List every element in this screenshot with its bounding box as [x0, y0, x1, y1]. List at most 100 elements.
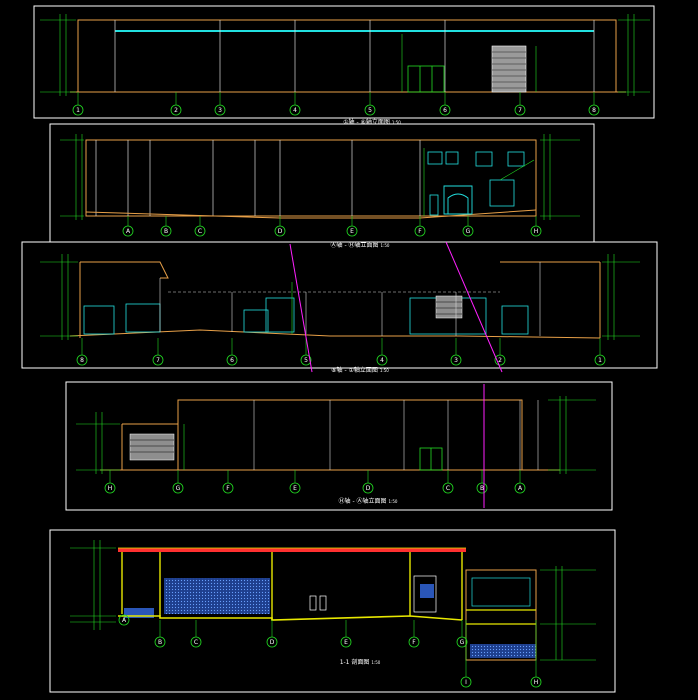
axis-bubble [76, 354, 88, 366]
dimension-lines [76, 396, 596, 474]
right-tower [465, 569, 537, 661]
view-title: ⑧轴 - ①轴立面图 1:50 [331, 366, 389, 374]
axis-label: E [350, 228, 354, 235]
elevation-view-2: A B C D E F G H Ⓐ轴 - Ⓗ轴立面图 1:50 [49, 123, 595, 249]
axis-label: 2 [174, 107, 178, 114]
axis-label: 5 [368, 107, 372, 114]
axis-bubble [152, 354, 164, 366]
upper-windows [427, 151, 525, 216]
axis-bubble [362, 482, 374, 494]
axis-bubble [442, 482, 454, 494]
axis-bubble [300, 354, 312, 366]
axis-bubble [460, 676, 472, 688]
small-basin [124, 608, 154, 618]
axis-label: I [465, 679, 467, 686]
view-title: Ⓗ轴 - Ⓐ轴立面图 1:50 [339, 497, 398, 505]
axis-label: A [122, 617, 127, 624]
axis-bubble [194, 225, 206, 237]
view-title: Ⓐ轴 - Ⓗ轴立面图 1:50 [331, 241, 390, 249]
axis-label: 8 [80, 357, 84, 364]
axis-label: A [518, 485, 523, 492]
axis-bubble [154, 636, 166, 648]
axis-bubble [104, 482, 116, 494]
axis-label: A [126, 228, 131, 235]
axis-label: H [534, 679, 539, 686]
axis-label: 4 [380, 357, 384, 364]
axis-label: 1 [76, 107, 80, 114]
axis-bubble [172, 482, 184, 494]
axis-label: F [412, 639, 416, 646]
axis-bubble [450, 354, 462, 366]
dimension-lines [60, 134, 580, 220]
axis-bubble [289, 104, 301, 116]
axis-label: C [198, 228, 202, 235]
axis-label: H [534, 228, 539, 235]
door-triple [407, 65, 445, 93]
axis-bubble [494, 354, 506, 366]
dimension-lines [40, 14, 650, 96]
axis-label: 3 [454, 357, 458, 364]
axis-bubble [266, 636, 278, 648]
louver-panel [491, 45, 527, 93]
axis-bubble [170, 104, 182, 116]
axis-bubble [530, 225, 542, 237]
axis-bubble [456, 636, 468, 648]
axis-label: B [480, 485, 484, 492]
view-frame [65, 381, 613, 511]
dimension-lines [40, 254, 640, 340]
axis-label: 5 [304, 357, 308, 364]
axis-label: C [194, 639, 198, 646]
view-title: 1-1 剖面图 1:50 [340, 658, 381, 666]
axis-label: 8 [592, 107, 596, 114]
axis-label: E [344, 639, 348, 646]
axis-bubble [530, 676, 542, 688]
axis-label: 6 [443, 107, 447, 114]
axis-label: 1 [598, 357, 602, 364]
axis-bubble [514, 482, 526, 494]
roof-slab [118, 548, 466, 552]
axis-bubble [190, 636, 202, 648]
axis-label: F [226, 485, 230, 492]
axis-bubble [222, 482, 234, 494]
entrance-canopy [443, 185, 473, 215]
axis-label: B [164, 228, 168, 235]
axis-label: D [278, 228, 283, 235]
axis-label: 6 [230, 357, 234, 364]
axis-label: G [466, 228, 471, 235]
axis-bubble [118, 614, 130, 626]
axis-bubble [289, 482, 301, 494]
axis-bubble [364, 104, 376, 116]
axis-label: D [270, 639, 275, 646]
axis-bubble [514, 104, 526, 116]
axis-label: D [366, 485, 371, 492]
axis-label: 2 [498, 357, 502, 364]
axis-bubble [160, 225, 172, 237]
view-frame [33, 5, 655, 119]
axis-label: F [418, 228, 422, 235]
section-openings [309, 575, 437, 613]
building-outline [80, 261, 169, 279]
building-outline [177, 399, 523, 471]
ground-slope [85, 209, 537, 219]
axis-label: C [446, 485, 450, 492]
axis-bubble [588, 104, 600, 116]
axis-bubble [214, 104, 226, 116]
axis-bubble [462, 225, 474, 237]
axis-label: G [460, 639, 465, 646]
axis-label: 7 [156, 357, 160, 364]
axis-bubbles: A B C D E F G H [122, 216, 542, 237]
louver-panel [129, 433, 175, 461]
section-walls [121, 552, 463, 620]
axis-bubble [408, 636, 420, 648]
right-tower-inner [471, 577, 531, 607]
tank-hatch [470, 644, 536, 658]
axis-bubble [122, 225, 134, 237]
wall-lines [159, 262, 541, 336]
axis-label: E [293, 485, 297, 492]
